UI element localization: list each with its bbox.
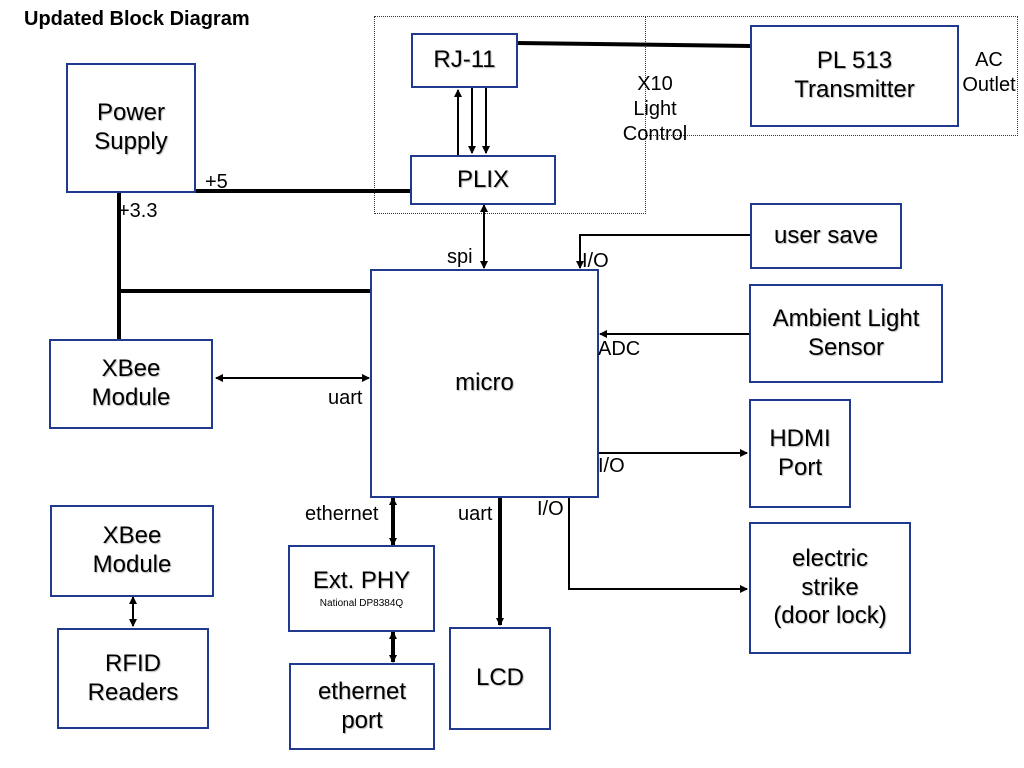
xbee-bottom-label-2: Module	[92, 551, 172, 578]
rfid-label-1: RFID	[105, 649, 161, 677]
ambient-light-label-1: Ambient Light	[772, 304, 920, 332]
ambient-light-sensor-block: Ambient Light Sensor	[749, 284, 943, 383]
power-supply-label-1: Power	[96, 99, 166, 127]
uart-xbee-label: uart	[328, 387, 363, 409]
x10-label-2: Light	[633, 98, 677, 120]
rj11-block: RJ-11	[411, 33, 518, 88]
x10-label-3: Control	[622, 123, 688, 145]
electric-strike-label-1: electric	[791, 544, 869, 572]
ac-outlet-label-1: AC	[975, 49, 1003, 71]
ext-phy-sublabel: National DP8384Q	[319, 597, 404, 609]
x10-label-1: X10	[637, 73, 673, 95]
xbee-top-label-1: XBee	[101, 355, 161, 383]
x10-light-control-label: X10 Light Control	[610, 72, 700, 147]
electric-strike-label-3: (door lock)	[773, 602, 887, 630]
pl513-label-1: PL 513	[816, 47, 893, 75]
xbee-top-label-2: Module	[91, 384, 171, 411]
plix-label: PLIX	[456, 165, 510, 193]
x10-region	[374, 16, 646, 214]
electric-strike-block: electric strike (door lock)	[749, 522, 911, 654]
rj11-label: RJ-11	[433, 46, 496, 74]
plus33-label: +3.3	[118, 200, 158, 222]
uart-lcd-label: uart	[458, 503, 493, 525]
ac-outlet-label-2: Outlet	[962, 74, 1016, 96]
micro-block: micro	[370, 269, 599, 498]
power-supply-label-2: Supply	[94, 128, 168, 155]
io-strike-label: I/O	[537, 498, 564, 520]
ethernet-port-block: ethernet port	[289, 663, 435, 750]
hdmi-label-1: HDMI	[769, 424, 831, 452]
plix-block: PLIX	[410, 155, 556, 205]
wire-usersave-micro	[576, 234, 751, 269]
lcd-block: LCD	[449, 627, 551, 730]
electric-strike-label-2: strike	[801, 573, 859, 601]
rfid-readers-block: RFID Readers	[57, 628, 209, 729]
hdmi-label-2: Port	[777, 453, 822, 481]
hdmi-port-block: HDMI Port	[749, 399, 851, 508]
user-save-block: user save	[750, 203, 902, 269]
lcd-label: LCD	[475, 664, 524, 692]
pl513-block: PL 513 Transmitter	[750, 25, 959, 127]
ext-phy-block: Ext. PHY National DP8384Q	[288, 545, 435, 632]
rfid-label-2: Readers	[87, 678, 179, 706]
xbee-bottom-label-1: XBee	[102, 522, 162, 550]
x10-region-extension	[645, 16, 1018, 136]
plus5-label: +5	[205, 171, 228, 193]
ambient-light-label-2: Sensor	[807, 333, 885, 361]
user-save-label: user save	[773, 221, 879, 249]
micro-label: micro	[455, 369, 514, 397]
ethernet-port-label-1: ethernet	[317, 677, 407, 705]
pl513-label-2: Transmitter	[794, 76, 915, 103]
xbee-module-bottom-block: XBee Module	[50, 505, 214, 597]
diagram-title: Updated Block Diagram	[24, 8, 250, 30]
wire-rj11-pl513	[516, 41, 752, 48]
spi-label: spi	[447, 246, 473, 268]
adc-label: ADC	[598, 338, 641, 360]
io-user-save-label: I/O	[582, 250, 609, 272]
wire-micro-strike	[568, 497, 748, 593]
io-hdmi-label: I/O	[598, 455, 625, 477]
ethernet-label: ethernet	[305, 503, 379, 525]
xbee-module-top-block: XBee Module	[49, 339, 213, 429]
ac-outlet-label: AC Outlet	[955, 48, 1023, 98]
power-supply-block: Power Supply	[66, 63, 196, 193]
ext-phy-label: Ext. PHY	[312, 567, 411, 595]
ethernet-port-label-2: port	[341, 706, 383, 734]
